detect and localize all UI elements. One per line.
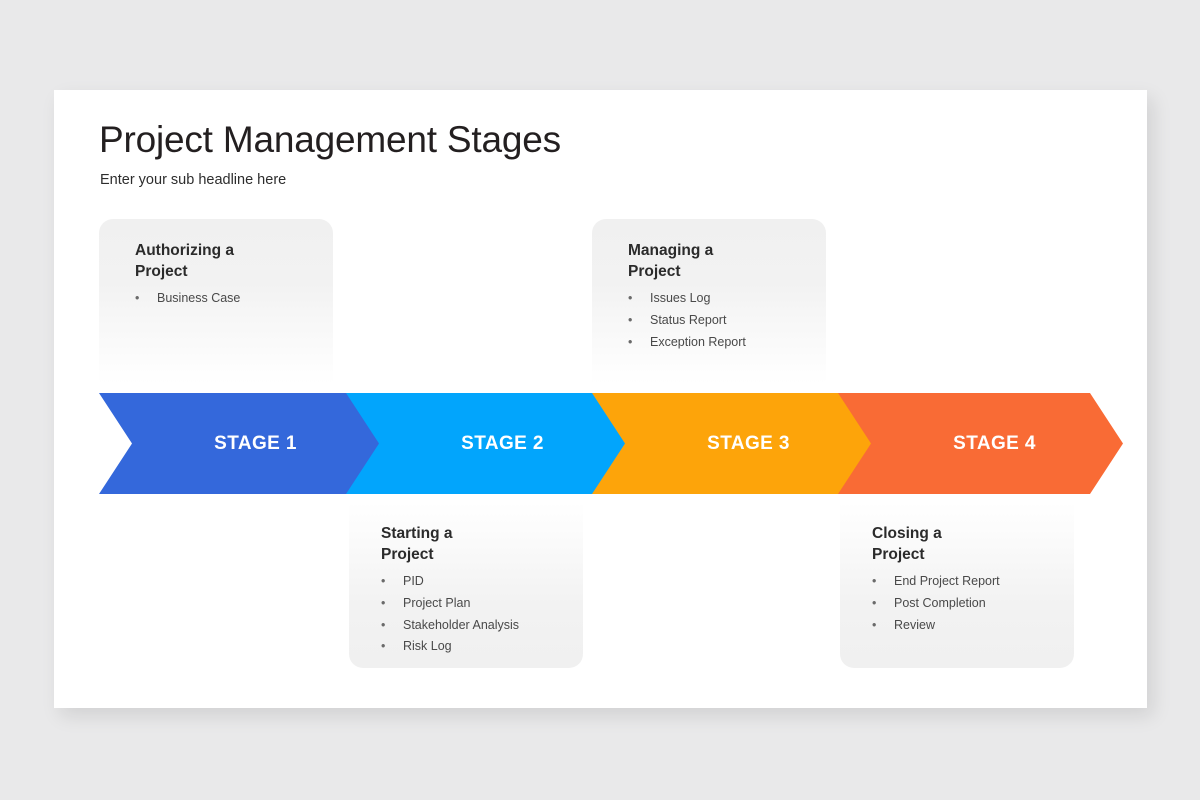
- stage-card-items: • Business Case: [99, 288, 333, 310]
- stage-card-1[interactable]: Authorizing a Project • Business Case: [99, 219, 333, 384]
- stage-card-items: • Issues Log • Status Report • Exception Re…: [592, 288, 826, 353]
- list-item-label: Exception Report: [650, 334, 746, 349]
- chevron-stage-4[interactable]: STAGE 4: [838, 393, 1123, 494]
- list-item-label: Post Completion: [894, 595, 986, 610]
- list-item: • Risk Log: [381, 636, 569, 658]
- chevron-band: STAGE 1 STAGE 2 STAGE 3 STAGE 4: [54, 393, 1147, 494]
- stage-card-title: Managing a Project: [628, 242, 714, 280]
- bullet-icon: •: [381, 574, 386, 589]
- list-item: • PID: [381, 571, 569, 593]
- list-item: • Review: [872, 615, 1060, 637]
- bullet-icon: •: [628, 291, 633, 306]
- list-item-label: Project Plan: [403, 595, 471, 610]
- slide-panel: Project Management Stages Enter your sub…: [54, 90, 1147, 708]
- list-item: • Business Case: [135, 288, 319, 310]
- list-item: • End Project Report: [872, 571, 1060, 593]
- list-item-label: Stakeholder Analysis: [403, 617, 520, 632]
- bullet-icon: •: [872, 617, 877, 632]
- bullet-icon: •: [381, 639, 386, 654]
- bullet-icon: •: [381, 617, 386, 632]
- list-item: • Issues Log: [628, 288, 812, 310]
- page-title: Project Management Stages: [99, 119, 561, 160]
- list-item-label: Risk Log: [403, 639, 452, 654]
- list-item-label: PID: [403, 574, 424, 589]
- stage-card-title: Closing a Project: [872, 525, 942, 563]
- stage-card-items: • End Project Report • Post Completion • Re…: [840, 571, 1074, 636]
- process-diagram: Authorizing a Project • Business Case Man…: [54, 90, 1147, 708]
- stage-card-title: Authorizing a Project: [135, 242, 235, 280]
- list-item: • Exception Report: [628, 332, 812, 354]
- list-item: • Post Completion: [872, 593, 1060, 615]
- list-item: • Project Plan: [381, 593, 569, 615]
- bullet-icon: •: [135, 291, 140, 306]
- list-item-label: Review: [894, 617, 935, 632]
- bullet-icon: •: [872, 574, 877, 589]
- stage-card-3[interactable]: Managing a Project • Issues Log • Status R…: [592, 219, 826, 384]
- stage-card-items: • PID • Project Plan • Stakeholder Analysis…: [349, 571, 583, 658]
- stage-card-title: Starting a Project: [381, 525, 453, 563]
- list-item-label: Status Report: [650, 312, 727, 327]
- list-item-label: Business Case: [157, 291, 241, 306]
- stage-card-4[interactable]: Closing a Project • End Project Report • P…: [840, 502, 1074, 668]
- chevron-label: STAGE 1: [214, 432, 297, 454]
- list-item-label: Issues Log: [650, 291, 711, 306]
- bullet-icon: •: [628, 334, 633, 349]
- list-item: • Status Report: [628, 310, 812, 332]
- list-item: • Stakeholder Analysis: [381, 615, 569, 637]
- bullet-icon: •: [872, 595, 877, 610]
- stage-card-2[interactable]: Starting a Project • PID • Project Plan • S…: [349, 502, 583, 668]
- chevron-label: STAGE 4: [953, 432, 1036, 454]
- chevron-label: STAGE 2: [461, 432, 544, 454]
- bullet-icon: •: [628, 312, 633, 327]
- bullet-icon: •: [381, 595, 386, 610]
- chevron-stage-1[interactable]: STAGE 1: [99, 393, 384, 494]
- chevron-stage-3[interactable]: STAGE 3: [592, 393, 877, 494]
- page-subtitle: Enter your sub headline here: [100, 172, 287, 188]
- list-item-label: End Project Report: [894, 574, 1000, 589]
- chevron-stage-2[interactable]: STAGE 2: [346, 393, 631, 494]
- chevron-label: STAGE 3: [707, 432, 790, 454]
